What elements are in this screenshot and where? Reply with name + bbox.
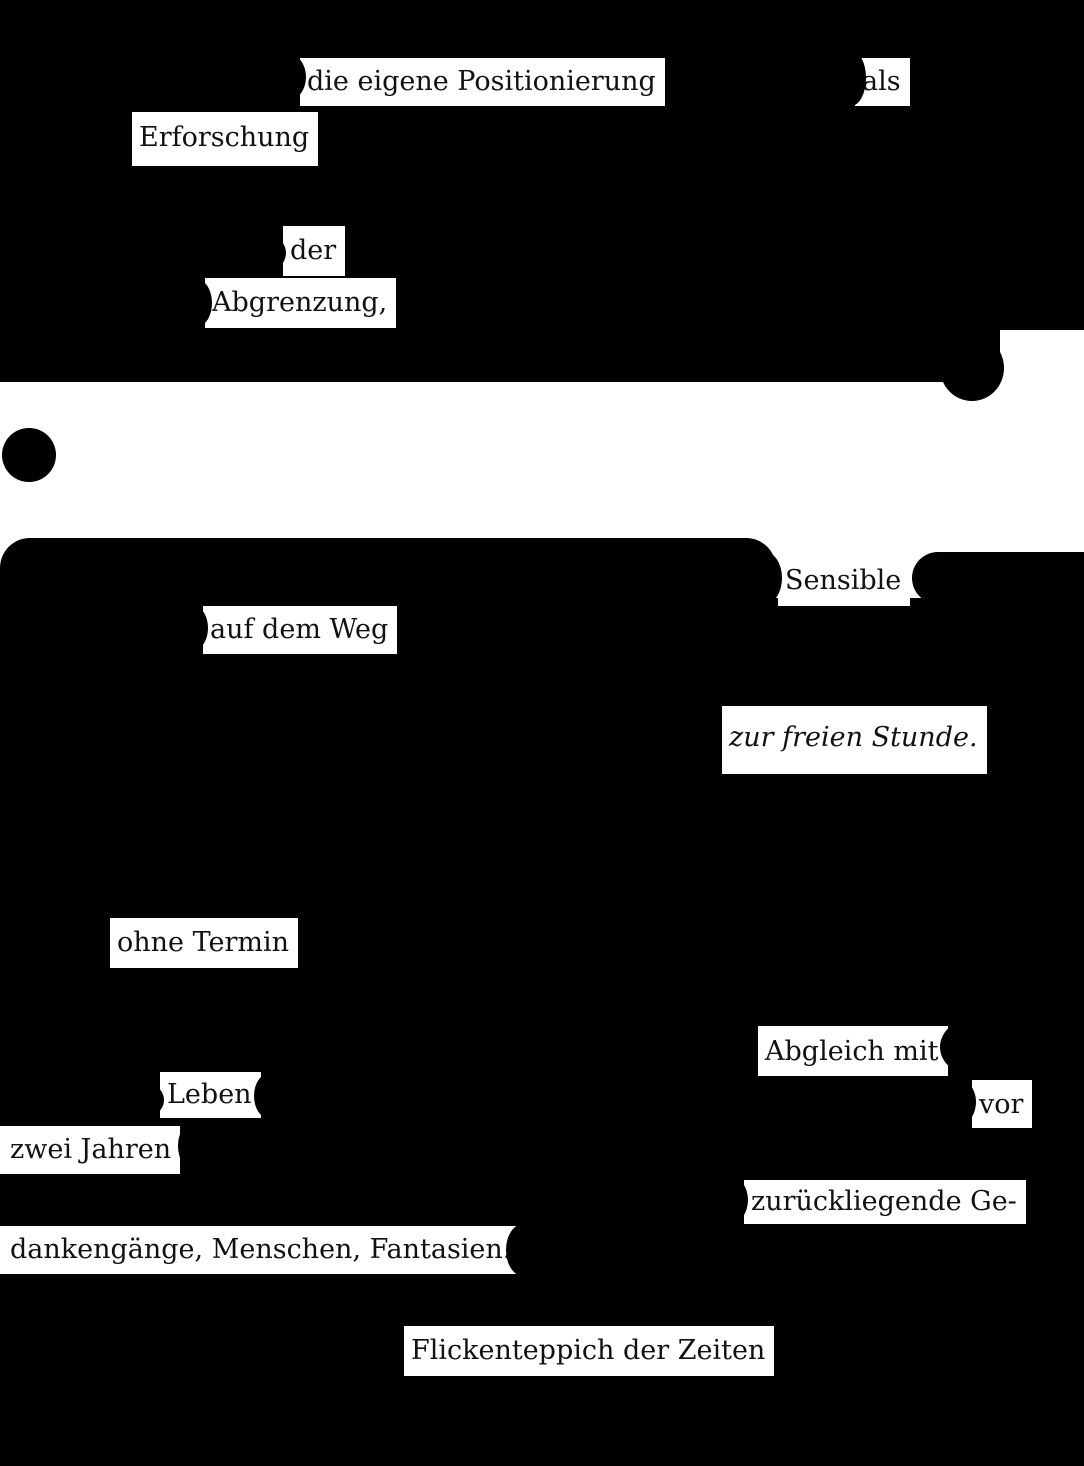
marker-tip [748,552,782,604]
marker-tip [272,54,306,100]
marker-tip [930,1076,976,1128]
redaction-blob [940,335,1004,401]
marker-tip [1030,1186,1084,1226]
poem-word: dankengänge, Menschen, Fantasien. [0,1226,521,1274]
poem-word: vor [972,1080,1033,1128]
marker-tip [940,1020,1000,1074]
redaction-stroke [0,330,1000,382]
marker-tip [506,1224,540,1276]
marker-tip [670,40,704,102]
marker-tip [184,280,212,326]
poem-word: der [283,226,346,276]
marker-tip [234,232,286,274]
marker-tip [352,228,386,276]
poem-word: Abgleich mit [758,1026,948,1076]
marker-tip [318,112,352,162]
marker-tip [712,1176,748,1224]
poem-word: zur freien Stunde. [722,706,987,774]
poem-word: Flickenteppich der Zeiten [404,1326,775,1376]
marker-tip [1004,1134,1064,1178]
marker-tip [180,606,208,650]
redaction-stroke [912,552,1084,604]
marker-tip [178,1120,214,1172]
marker-tip [100,1078,164,1122]
poem-word: Erforschung [132,112,319,166]
redaction-stroke [0,538,776,600]
poem-word: auf dem Weg [203,606,398,654]
poem-word: Abgrenzung, [205,278,397,328]
poem-word: zwei Jahren [0,1126,181,1174]
marker-tip [836,50,866,106]
poem-word: Leben [160,1072,261,1118]
paper-gap-upper [1000,330,1084,390]
poem-word: Sensible [778,556,911,606]
marker-tip [410,608,436,652]
poem-word: ohne Termin [110,918,299,968]
poem-word: die eigene Positionierung [300,58,665,106]
marker-tip [254,1074,282,1118]
redaction-dot [2,428,56,482]
poem-word: zurückliegende Ge- [744,1180,1026,1224]
